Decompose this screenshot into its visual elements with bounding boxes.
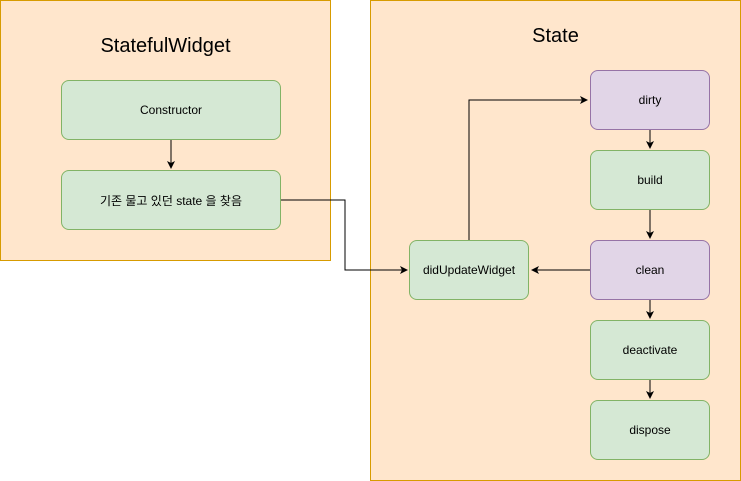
build-node[interactable]: build bbox=[590, 150, 710, 210]
dispose-node[interactable]: dispose bbox=[590, 400, 710, 460]
state-title: State bbox=[532, 25, 579, 47]
deactivate-node[interactable]: deactivate bbox=[590, 320, 710, 380]
stateful-widget-title: StatefulWidget bbox=[100, 35, 231, 57]
did-update-widget-node[interactable]: didUpdateWidget bbox=[409, 240, 529, 300]
dirty-node[interactable]: dirty bbox=[590, 70, 710, 130]
find-existing-state-node[interactable]: 기존 물고 있던 state 을 찾음 bbox=[61, 170, 281, 230]
clean-node[interactable]: clean bbox=[590, 240, 710, 300]
constructor-node[interactable]: Constructor bbox=[61, 80, 281, 140]
